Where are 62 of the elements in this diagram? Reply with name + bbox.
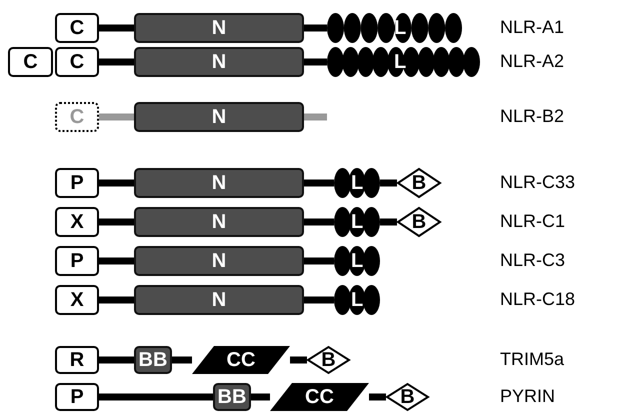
domain-box: N <box>134 47 304 77</box>
diamond-domain: B <box>307 346 350 374</box>
backbone-line <box>380 180 397 186</box>
repeat-domain: L <box>334 168 380 198</box>
domain-box: P <box>55 168 99 198</box>
backbone-line <box>304 258 334 264</box>
domain-box: N <box>134 168 304 198</box>
domain-box: X <box>55 207 99 237</box>
backbone-line <box>99 114 134 120</box>
domain-box: C <box>55 13 99 43</box>
backbone-line <box>99 296 134 304</box>
backbone-line <box>304 180 334 186</box>
protein-name: NLR-C1 <box>500 211 566 232</box>
backbone-line <box>304 58 327 66</box>
protein-name: NLR-B2 <box>500 106 564 127</box>
repeat-domain: L <box>334 285 380 315</box>
domain-box: N <box>134 13 304 43</box>
backbone-line <box>290 356 307 364</box>
backbone-line <box>99 258 134 264</box>
backbone-line <box>304 296 334 304</box>
backbone-line <box>99 180 134 186</box>
protein-name: NLR-A1 <box>500 17 564 38</box>
domain-box: N <box>134 285 304 315</box>
backbone-line <box>304 114 327 120</box>
domain-box: P <box>55 246 99 276</box>
backbone-line <box>99 24 134 32</box>
domain-box: C <box>55 47 99 77</box>
backbone-line <box>99 58 134 66</box>
domain-box: N <box>134 102 304 132</box>
domain-box: N <box>134 246 304 276</box>
domain-box: C <box>8 47 53 77</box>
domain-box: N <box>134 207 304 237</box>
domain-box: BB <box>134 346 172 374</box>
domain-box: X <box>55 285 99 315</box>
domain-box: BB <box>213 383 251 411</box>
backbone-line <box>99 394 213 400</box>
repeat-domain: L <box>334 246 380 276</box>
backbone-line <box>99 356 134 364</box>
backbone-line <box>99 218 134 226</box>
diamond-domain: B <box>397 207 441 237</box>
backbone-line <box>380 218 397 226</box>
domain-box: C <box>55 102 99 132</box>
backbone-line <box>304 24 327 32</box>
diamond-domain: B <box>386 383 429 411</box>
repeat-domain: L <box>334 207 380 237</box>
backbone-line <box>369 394 386 400</box>
protein-name: PYRIN <box>500 386 556 407</box>
diamond-domain: B <box>397 168 441 198</box>
protein-name: TRIM5a <box>500 349 564 370</box>
backbone-line <box>172 356 192 364</box>
protein-name: NLR-A2 <box>500 51 564 72</box>
parallelogram-domain: CC <box>192 346 290 374</box>
domain-box: P <box>55 383 99 411</box>
domain-box: R <box>55 346 99 374</box>
repeat-domain: L <box>327 47 480 77</box>
repeat-domain: L <box>327 13 462 43</box>
protein-name: NLR-C3 <box>500 250 566 271</box>
protein-name: NLR-C33 <box>500 172 576 193</box>
protein-name: NLR-C18 <box>500 289 576 310</box>
backbone-line <box>251 394 270 400</box>
parallelogram-domain: CC <box>270 383 369 411</box>
backbone-line <box>304 218 334 226</box>
